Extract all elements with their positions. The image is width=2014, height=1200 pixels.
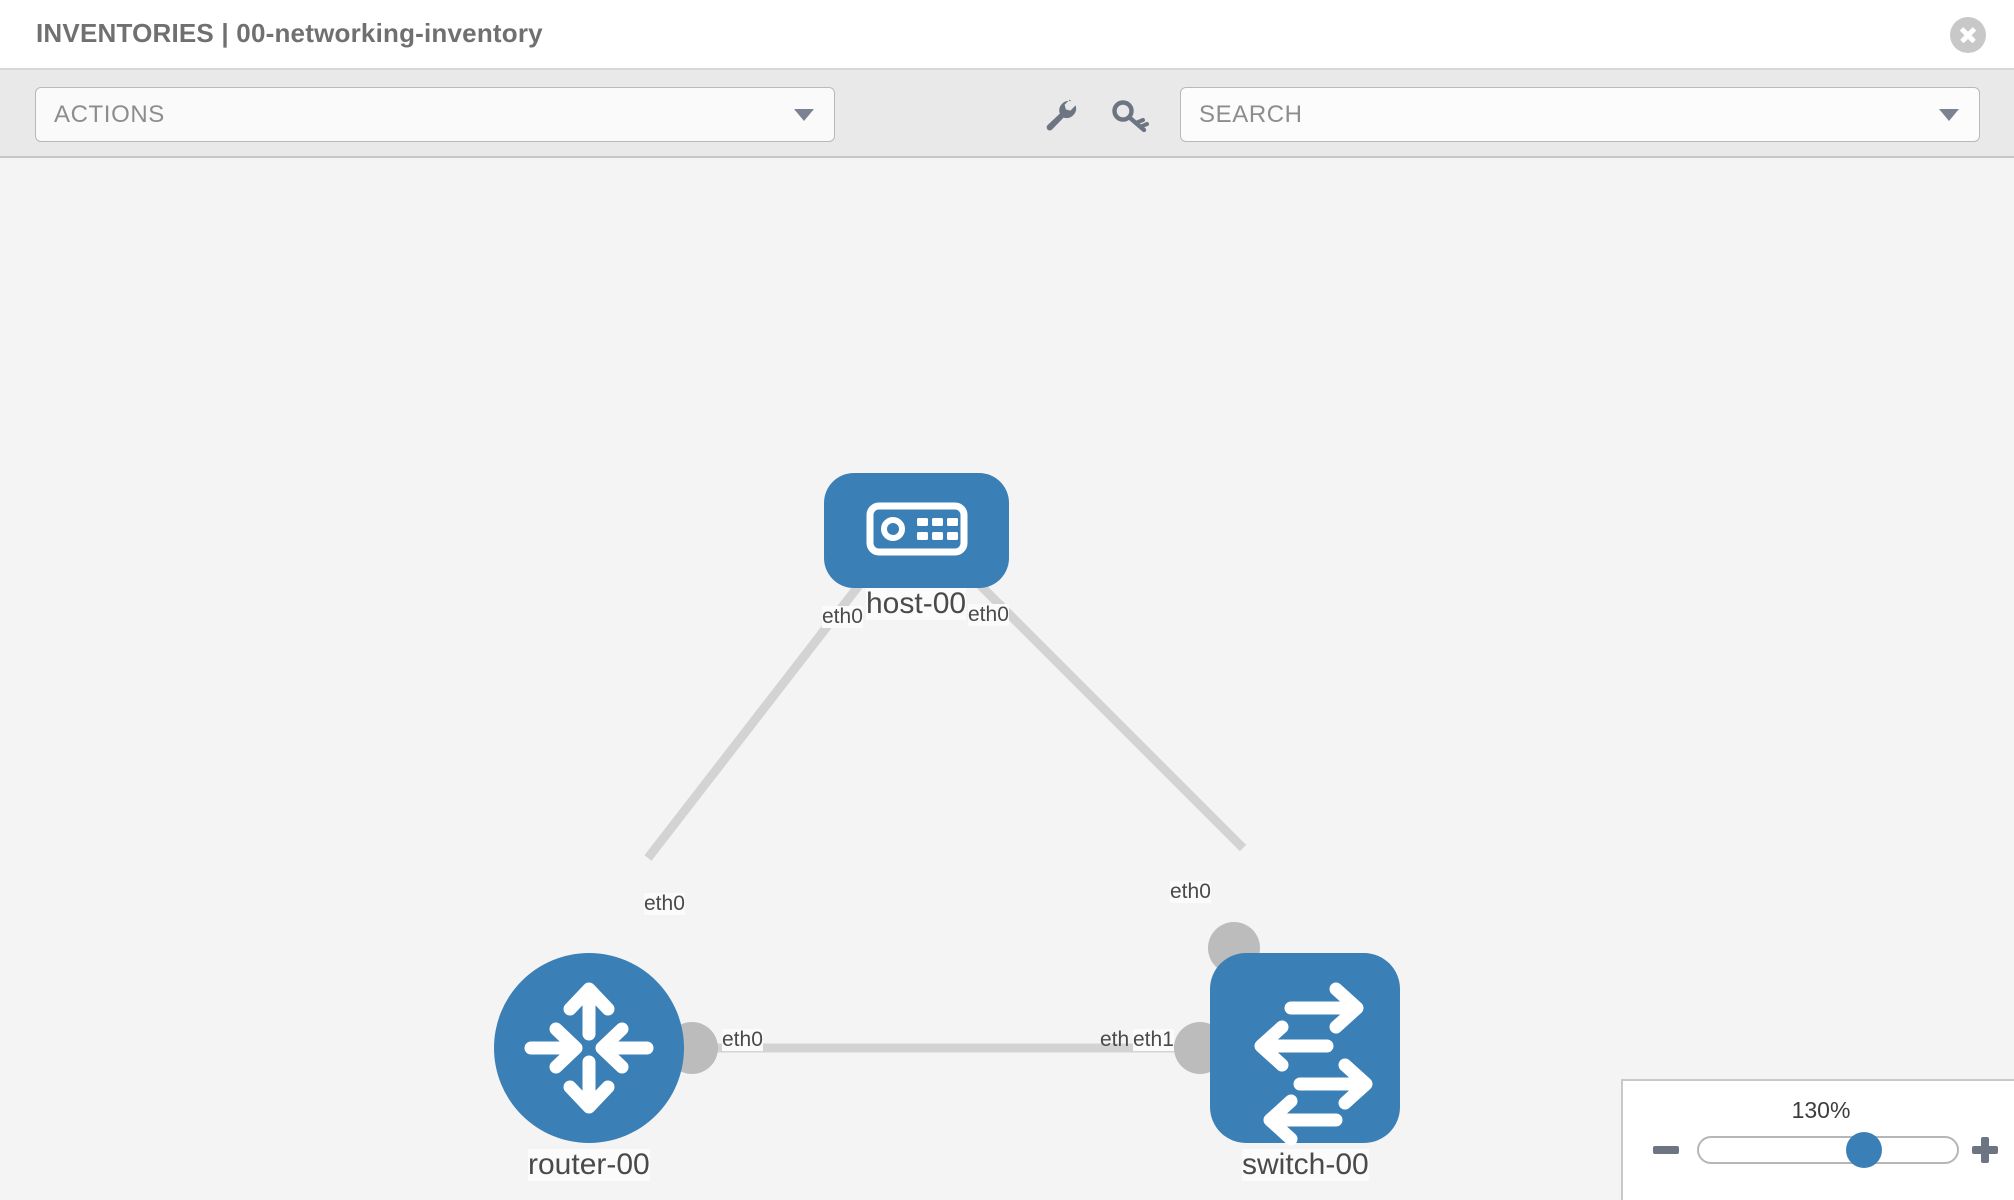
edge-label-router-switch-left-iface: eth0 [722, 1028, 763, 1052]
search-input[interactable]: SEARCH [1199, 100, 1303, 128]
zoom-in-button[interactable] [1972, 1136, 2000, 1164]
zoom-control-panel: 130% [1621, 1079, 2014, 1200]
edge-label-router-switch-right-iface: eth1 [1133, 1028, 1174, 1052]
node-router-00 [494, 953, 684, 1143]
node-switch-00 [1210, 953, 1400, 1146]
wrench-icon[interactable] [1042, 98, 1082, 134]
zoom-out-button[interactable] [1653, 1136, 1681, 1164]
search-dropdown[interactable]: SEARCH [1180, 87, 1980, 142]
node-host-00 [824, 473, 1009, 588]
topology-edges [644, 549, 1247, 1053]
key-icon[interactable] [1110, 98, 1150, 134]
topology-canvas[interactable]: eth0 host-00 eth0 eth0 eth0 eth0 eth eth… [0, 158, 2014, 1200]
edge-host-router [644, 550, 888, 861]
edge-label-router-up-iface: eth0 [644, 892, 685, 916]
toolbar: ACTIONS SEARCH [0, 70, 2014, 158]
page-header: INVENTORIES | 00-networking-inventory [0, 0, 2014, 70]
chevron-down-icon [1939, 108, 1959, 121]
edge-label-router-switch-right-iface-truncated: eth [1100, 1028, 1130, 1051]
zoom-slider-thumb[interactable] [1846, 1132, 1883, 1168]
close-icon[interactable] [1950, 17, 1986, 53]
actions-dropdown-label: ACTIONS [54, 100, 165, 128]
server-icon [866, 502, 968, 556]
zoom-level-value: 130% [1791, 1097, 1851, 1123]
router-arrows-icon [524, 982, 654, 1114]
switch-arrows-icon [1254, 982, 1373, 1146]
actions-dropdown[interactable]: ACTIONS [35, 87, 835, 142]
node-label-switch-00: switch-00 [1242, 1148, 1369, 1181]
edge-label-switch-up-iface: eth0 [1170, 880, 1211, 904]
node-label-host-00: host-00 [866, 587, 967, 620]
edge-label-host-router-iface: eth0 [822, 605, 863, 629]
topology-graph [494, 473, 1400, 1146]
node-label-router-00: router-00 [528, 1148, 650, 1181]
zoom-slider-track[interactable] [1697, 1132, 1959, 1168]
chevron-down-icon [794, 108, 814, 121]
page-title: INVENTORIES | 00-networking-inventory [36, 18, 543, 48]
edge-label-host-switch-iface: eth0 [968, 603, 1009, 627]
edge-host-switch [944, 549, 1247, 852]
